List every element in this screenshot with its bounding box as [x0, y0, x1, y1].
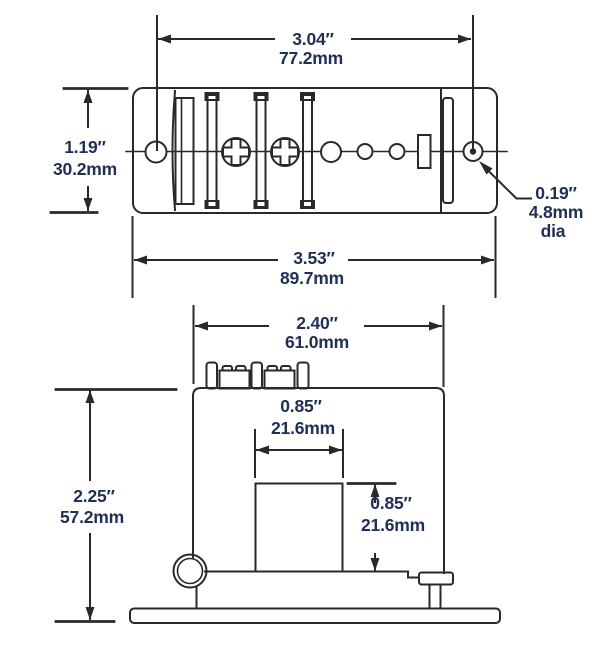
- dim-label: 57.2mm: [60, 507, 124, 527]
- dim-label: dia: [541, 221, 566, 241]
- slot-3: [253, 92, 269, 209]
- top-view: [125, 87, 508, 214]
- terminal-circle-3: [388, 143, 406, 160]
- base-flange: [129, 607, 501, 624]
- dim-label: 1.19″: [64, 137, 106, 157]
- body-bottom-shelf: [204, 570, 420, 579]
- dim-label: 3.53″: [293, 248, 335, 268]
- slot-4: [300, 92, 315, 209]
- dim-body-height: 1.19″ 30.2mm: [49, 87, 129, 214]
- dim-label: 61.0mm: [285, 332, 349, 352]
- dim-label: 4.8mm: [529, 202, 583, 222]
- dim-label: 3.04″: [292, 29, 334, 49]
- phillips-screw-1: [221, 137, 251, 167]
- terminal-circle-2: [356, 143, 374, 160]
- dim-side-width: 2.40″ 61.0mm: [192, 305, 445, 387]
- side-view: [129, 361, 501, 624]
- dim-block-height: 0.85″ 21.6mm: [346, 482, 425, 571]
- dimensions: 3.04″ 77.2mm 1.19″ 30.2mm 3.53″ 89.7mm: [49, 15, 583, 623]
- hinge-boss-inner: [176, 557, 204, 585]
- terminal-circle-1: [320, 141, 342, 163]
- center-block: [254, 482, 344, 573]
- dim-hole-spacing: 3.04″ 77.2mm: [156, 15, 474, 151]
- terminal-pins: [205, 361, 310, 390]
- dim-label: 77.2mm: [279, 48, 343, 68]
- dim-overall-width: 3.53″ 89.7mm: [131, 216, 497, 298]
- hinge-boss-outer: [172, 553, 208, 589]
- terminal-rect: [417, 134, 432, 169]
- dim-label: 0.85″: [280, 396, 322, 416]
- phillips-screw-2: [270, 137, 300, 167]
- bracket-bar: [418, 571, 454, 586]
- slot-2: [204, 92, 220, 209]
- dim-label: 21.6mm: [361, 515, 425, 535]
- dim-label: 30.2mm: [53, 159, 117, 179]
- dim-hole-dia: 0.19″ 4.8mm dia: [479, 161, 583, 241]
- dim-block-width: 0.85″ 21.6mm: [254, 396, 344, 478]
- dim-label: 89.7mm: [280, 268, 344, 288]
- dim-label: 0.85″: [370, 493, 412, 513]
- dim-label: 2.25″: [73, 486, 115, 506]
- relay-body-top-view: [132, 87, 498, 214]
- dim-side-height: 2.25″ 57.2mm: [54, 388, 178, 623]
- dim-label: 21.6mm: [271, 418, 335, 438]
- dim-label: 2.40″: [296, 313, 338, 333]
- slot-5: [442, 97, 454, 204]
- dim-label: 0.19″: [535, 183, 577, 203]
- relay-body-side-view: [192, 387, 445, 574]
